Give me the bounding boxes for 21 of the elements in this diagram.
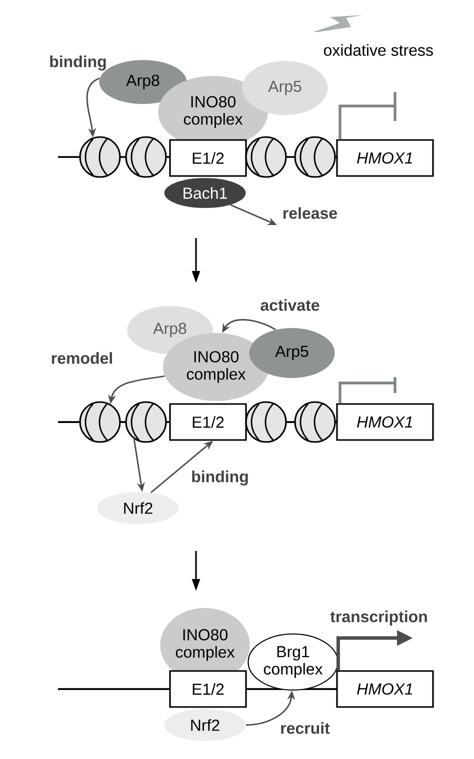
- nucleosome: [125, 401, 167, 443]
- edge-label: binding: [192, 470, 248, 486]
- nucleosome: [245, 136, 287, 178]
- gene-box: E1/2: [169, 670, 247, 708]
- label-text: oxidative stress: [324, 44, 433, 56]
- nucleosome: [294, 136, 336, 178]
- gene-box: E1/2: [169, 139, 247, 177]
- gene-box: HMOX1: [336, 139, 434, 177]
- gene-box: HMOX1: [336, 670, 434, 708]
- edge-label: activate: [260, 299, 320, 311]
- gene-box: E1/2: [169, 403, 247, 441]
- nucleosome: [294, 401, 336, 443]
- nucleosome: [245, 401, 287, 443]
- edge-label: recruit: [281, 722, 330, 734]
- edge-label: transcription: [330, 610, 427, 626]
- nucleosome: [125, 136, 167, 178]
- edge-label: release: [283, 207, 338, 219]
- nucleosome: [79, 401, 121, 443]
- nucleosome: [79, 136, 121, 178]
- edge-label: remodel: [52, 352, 112, 364]
- gene-box: HMOX1: [336, 403, 434, 441]
